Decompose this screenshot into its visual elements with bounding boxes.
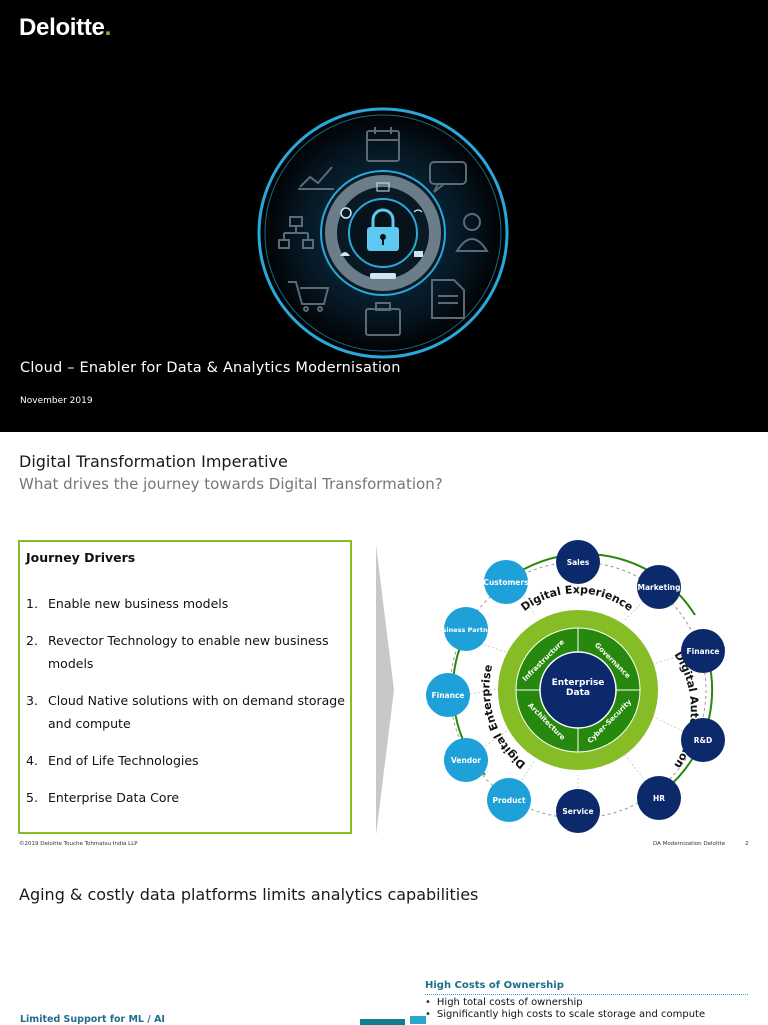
node-hr [637, 776, 681, 820]
ml-ai-heading: Limited Support for ML / AI [20, 1014, 165, 1025]
list-item: Significantly high costs to scale storag… [425, 1009, 705, 1021]
node-label: Sales [567, 558, 590, 567]
node-service [556, 789, 600, 833]
node-label: Vendor [451, 756, 481, 765]
lock-icon [367, 208, 399, 251]
journey-drivers-list: 1.Enable new business models 2.Revector … [26, 592, 346, 823]
node-label: R&D [694, 736, 713, 745]
journey-drivers-heading: Journey Drivers [26, 550, 136, 565]
node-vendor [444, 738, 488, 782]
node-sales [556, 540, 600, 584]
title-slide: Deloitte. Cloud – Enabler for Data & Ana… [0, 0, 768, 432]
slide-subtitle: What drives the journey towards Digital … [19, 475, 443, 493]
decorative-tab [410, 1016, 426, 1024]
chart-icon [298, 166, 334, 190]
deloitte-logo: Deloitte. [19, 14, 111, 41]
slide-title: Digital Transformation Imperative [19, 452, 288, 471]
node-customers [484, 560, 528, 604]
center-label-2: Data [566, 688, 590, 698]
decorative-bar [360, 1019, 405, 1025]
label-digital-experience: Digital Experience [519, 583, 636, 614]
journey-drivers-box: Journey Drivers 1.Enable new business mo… [18, 540, 352, 834]
node-label: Business Partners [433, 626, 499, 634]
node-label: Service [562, 807, 593, 816]
user-icon [455, 213, 489, 252]
cart-icon [288, 281, 330, 312]
list-item: 5.Enterprise Data Core [26, 790, 180, 805]
center-label-1: Enterprise [552, 678, 605, 688]
slide-title: Aging & costly data platforms limits ana… [19, 885, 479, 904]
node-label: Finance [432, 691, 465, 700]
page-number: 2 [745, 841, 749, 847]
hco-divider [425, 994, 748, 995]
presentation-date: November 2019 [20, 396, 93, 406]
presentation-title: Cloud – Enabler for Data & Analytics Mod… [20, 360, 401, 376]
node-label: Finance [687, 647, 720, 656]
node-marketing [637, 565, 681, 609]
list-item: 3.Cloud Native solutions with on demand … [26, 693, 345, 731]
list-item: High total costs of ownership [425, 997, 705, 1009]
hero-graphic [257, 107, 509, 359]
hco-list: High total costs of ownership Significan… [425, 997, 705, 1021]
node-business-partners [444, 607, 488, 651]
hierarchy-icon [278, 216, 314, 249]
node-label: Customers [483, 578, 529, 587]
node-finance-right [681, 629, 725, 673]
node-label: HR [653, 794, 665, 803]
list-item: 4.End of Life Technologies [26, 753, 199, 768]
list-item: 2.Revector Technology to enable new busi… [26, 633, 329, 671]
hco-heading: High Costs of Ownership [425, 980, 564, 991]
briefcase-icon [365, 302, 401, 336]
node-product [487, 778, 531, 822]
node-label: Product [492, 796, 526, 805]
list-item: 1.Enable new business models [26, 596, 229, 611]
footer-copyright: ©2019 Deloitte Touche Tohmatsu India LLP [19, 841, 138, 847]
chat-icon [429, 161, 467, 193]
footer-label: DA Modernization Deloitte [653, 841, 726, 847]
digital-enterprise-diagram: Enterprise Data Infrastructure Governanc… [426, 540, 725, 833]
node-finance-left [426, 673, 470, 717]
calendar-icon [366, 127, 400, 162]
document-icon [431, 279, 465, 319]
node-label: Marketing [638, 583, 681, 592]
chevron-arrow [376, 545, 394, 835]
node-rnd [681, 718, 725, 762]
